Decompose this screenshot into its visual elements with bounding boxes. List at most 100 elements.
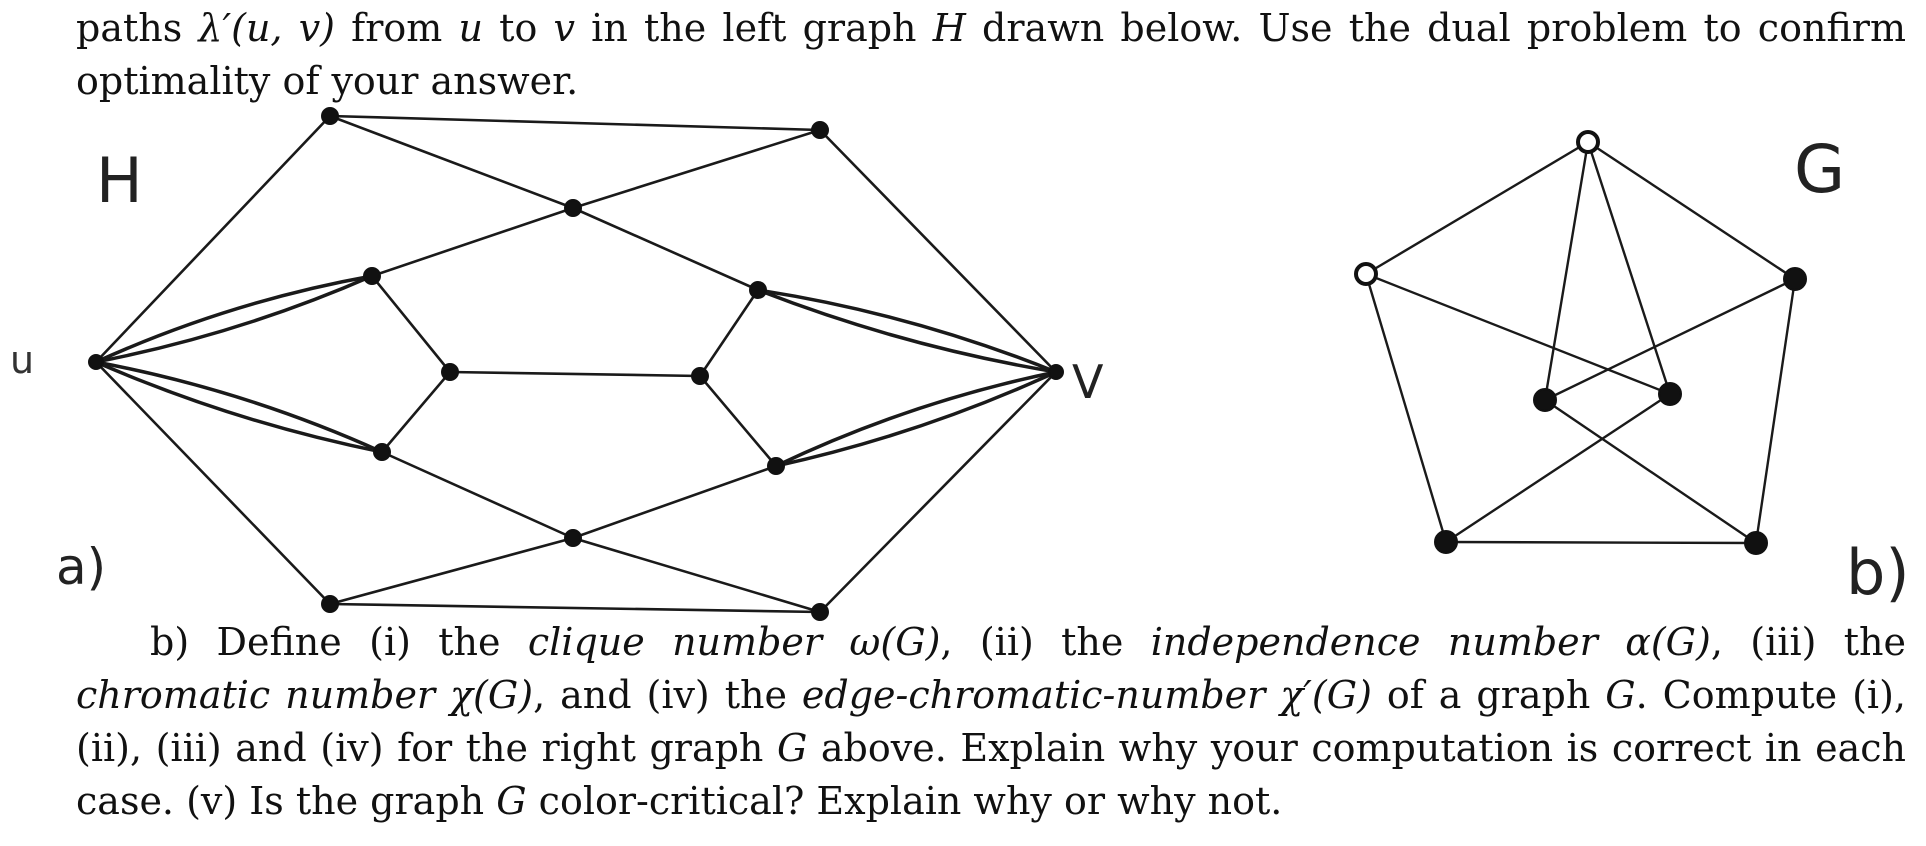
graph-H-edge [380, 370, 452, 454]
graph-G-label: G [1794, 131, 1845, 208]
part-b-text: b) Define (i) the clique number ω(G), (i… [76, 616, 1906, 828]
graph-H-vertex-v [1048, 364, 1064, 380]
graph-G-nodes [1354, 130, 1807, 555]
text-run: in the left graph [575, 6, 933, 50]
graph-H-label: H [96, 144, 143, 217]
math-G: G [496, 779, 527, 823]
graph-H-edge-bold [95, 274, 373, 364]
math-G: G [1605, 673, 1636, 717]
math-v: v [553, 6, 575, 50]
graph-G-edge [1364, 272, 1672, 396]
math-H: H [932, 6, 966, 50]
graph-H-edge [571, 128, 822, 210]
graph-H-vertex-br [811, 603, 829, 621]
graph-H-edge-bold [95, 274, 373, 364]
graph-G-edge [1543, 140, 1590, 402]
text-run: , and (iv) the [533, 673, 802, 717]
graph-G-vertex-ir [1658, 382, 1682, 406]
graph-H-edge-bold [775, 370, 1057, 468]
graph-H-edge [571, 464, 778, 540]
term-chromatic-number: chromatic number [76, 673, 436, 717]
graph-H-vertex-cl [441, 363, 459, 381]
graph-G-vertex-left [1354, 262, 1378, 286]
graph-G-vertex-il [1533, 388, 1557, 412]
graph-H-edge-bold [95, 360, 383, 454]
graph-H-edge [328, 536, 575, 606]
text-run: , (iii) the [1710, 620, 1907, 664]
graph-H-edge [448, 370, 702, 378]
text-run: paths [76, 6, 199, 50]
graph-H-edge [818, 370, 1058, 614]
text-run: from [335, 6, 459, 50]
graph-H-edge [328, 602, 822, 614]
math-u: u [458, 6, 483, 50]
graph-G-edge [1364, 272, 1448, 544]
text-run: of a graph [1371, 673, 1606, 717]
graph-H-vertex-a2 [749, 281, 767, 299]
graph-H-vertex-tr [811, 121, 829, 139]
graph-H-edge [698, 374, 778, 468]
graph-G-vertex-top [1576, 130, 1600, 154]
math-chi: χ(G) [435, 673, 534, 717]
text-run: drawn below. Use the dual problem to con… [76, 6, 1906, 103]
math-omega: ω(G) [822, 620, 941, 664]
graph-H-vertex-b2 [767, 457, 785, 475]
graph-G-edge [1364, 140, 1590, 276]
graph-H-edges [94, 114, 1058, 614]
graph-H-edge [328, 114, 575, 210]
math-G: G [776, 726, 808, 770]
part-a-marker: a) [56, 538, 106, 596]
graph-H-vertex-c2 [564, 529, 582, 547]
graph-G-edges [1364, 140, 1797, 545]
math-alpha: α(G) [1597, 620, 1711, 664]
graph-G-edge [1754, 277, 1797, 545]
text-run: to [483, 6, 554, 50]
graph-H-edge [571, 206, 760, 292]
math-chi-prime: χ′(G) [1265, 673, 1372, 717]
graph-H-edge [370, 206, 575, 278]
graph-H-edge [94, 114, 332, 364]
text-run: color-critical? Explain why or why not. [526, 779, 1283, 823]
graph-H-edge [328, 114, 822, 132]
graph-G-vertex-bl [1434, 530, 1458, 554]
graph-H-edge [370, 274, 452, 374]
graph-G-edge [1444, 540, 1758, 545]
vertex-u-label: u [10, 338, 34, 382]
graph-G-edge [1586, 140, 1797, 281]
graph-H-edge-bold [757, 288, 1057, 374]
text-run: . Compute (i), (ii), (iii) and (iv) for … [76, 673, 1906, 770]
graph-H-vertex-b1 [373, 443, 391, 461]
graph-H-vertex-tl [321, 107, 339, 125]
text-run: b) Define (i) the [150, 620, 528, 664]
graph-H-vertex-c1 [564, 199, 582, 217]
graph-H-edge [698, 288, 760, 378]
lambda-math: λ′(u, v) [198, 6, 335, 50]
term-independence-number: independence number [1150, 620, 1598, 664]
graph-G-edge [1543, 398, 1758, 545]
graph-G-vertex-right [1783, 267, 1807, 291]
term-clique-number: clique number [527, 620, 823, 664]
graph-H-edge [818, 128, 1058, 374]
graph-G-vertex-br [1744, 531, 1768, 555]
vertex-v-label: V [1072, 355, 1104, 409]
graph-H-vertex-a1 [363, 267, 381, 285]
term-edge-chromatic-number: edge-chromatic-number [801, 673, 1266, 717]
graph-H-edge-bold [757, 288, 1057, 374]
graph-G-edge [1543, 277, 1797, 402]
graph-G-edge [1444, 392, 1672, 544]
graph-H-vertex-cr [691, 367, 709, 385]
part-a-text: paths λ′(u, v) from u to v in the left g… [76, 2, 1906, 108]
graph-G-edge [1586, 140, 1672, 396]
graph-H-edge [380, 450, 575, 540]
graph-H-nodes [88, 107, 1064, 621]
graph-H-edge [94, 360, 332, 606]
graph-H-vertex-bl [321, 595, 339, 613]
graph-H-edge-bold [775, 370, 1057, 468]
graph-H-vertex-u [88, 354, 104, 370]
part-b-marker: b) [1846, 536, 1910, 609]
text-run: above. Explain why your computation is c… [76, 726, 1906, 823]
graph-H-edge-bold [95, 360, 383, 454]
graph-H-edge [571, 536, 822, 614]
text-run: , (ii) the [940, 620, 1151, 664]
